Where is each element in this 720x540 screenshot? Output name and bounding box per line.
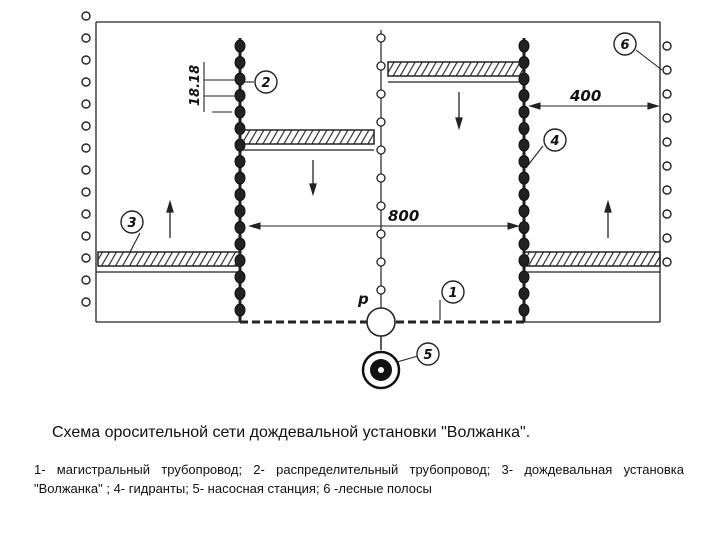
hydrant (234, 237, 246, 251)
hydrant (518, 122, 530, 135)
tree-symbol (81, 99, 91, 109)
callout-circle (613, 32, 637, 56)
hydrant (234, 287, 246, 300)
tree-symbol (81, 297, 91, 307)
hydrant (376, 117, 386, 127)
dimension-spacing: 18.18 (188, 65, 203, 106)
hydrant (376, 229, 386, 239)
dimension-400: 400 (569, 87, 601, 105)
hydrant (518, 237, 530, 251)
tree-symbol (662, 137, 672, 147)
dimension-lines (203, 62, 660, 230)
hydrant (518, 303, 530, 317)
irrigation-network-diagram: 800 400 18.18 p 1 2 3 4 5 6 (81, 11, 672, 390)
hydrant (234, 105, 246, 119)
callout-number: 5 (423, 348, 432, 363)
hydrant (376, 33, 386, 43)
callout-number: 6 (620, 38, 629, 53)
tree-symbol (662, 209, 672, 219)
tree-symbol (81, 55, 91, 65)
hydrant (518, 155, 530, 168)
tree-symbol (81, 33, 91, 43)
diagram-legend: 1- магистральный трубопровод; 2- распред… (34, 462, 684, 496)
callout-number: 1 (448, 286, 457, 301)
tree-symbol (662, 257, 672, 267)
callout-circle (441, 280, 465, 304)
tree-symbol (662, 113, 672, 123)
movement-arrows (166, 92, 612, 238)
hydrant (234, 72, 246, 86)
hydrant (518, 138, 530, 152)
pump-label: p (357, 290, 369, 308)
dimension-800: 800 (388, 207, 419, 225)
hydrant (376, 89, 386, 99)
tree-symbol (81, 187, 91, 197)
hydrant (376, 145, 386, 155)
hydrant (234, 39, 246, 53)
hydrant (376, 61, 386, 71)
hydrant (518, 171, 530, 185)
tree-symbol (81, 165, 91, 175)
tree-symbol (81, 253, 91, 263)
hydrant (234, 204, 246, 218)
tree-symbol (81, 143, 91, 153)
hydrant (518, 287, 530, 300)
hydrant (518, 188, 530, 201)
callout-circle (254, 70, 278, 94)
hydrant (234, 56, 246, 69)
tree-symbol (662, 185, 672, 195)
tree-symbol (662, 65, 672, 75)
tree-symbol (81, 121, 91, 131)
hydrant (234, 221, 246, 234)
hydrant (518, 221, 530, 234)
hydrant (234, 171, 246, 185)
hydrant (518, 105, 530, 119)
hydrant (234, 89, 246, 102)
callout-circle (543, 128, 567, 152)
tree-symbol (81, 77, 91, 87)
hydrant (234, 188, 246, 201)
hydrant (376, 285, 386, 295)
hydrant (518, 89, 530, 102)
hydrant (518, 204, 530, 218)
callout-number: 4 (549, 134, 559, 149)
hydrant (376, 201, 386, 211)
hydrant (376, 173, 386, 183)
tree-symbol (81, 11, 91, 21)
pipeline-junction (366, 307, 396, 337)
callout-circle (120, 210, 144, 234)
tree-symbol (81, 275, 91, 285)
tree-symbol (662, 233, 672, 243)
hydrant (518, 270, 530, 284)
callout-circle (416, 342, 440, 366)
hydrant (234, 303, 246, 317)
hydrant (234, 270, 246, 284)
callout-number: 3 (127, 216, 136, 231)
tree-symbol (81, 231, 91, 241)
callout-number: 2 (261, 76, 270, 91)
tree-symbol (662, 89, 672, 99)
hydrant (376, 257, 386, 267)
sprinkler-units (96, 61, 661, 273)
callout-leaders (129, 49, 663, 363)
tree-symbol (662, 41, 672, 51)
diagram-caption: Схема оросительной сети дождевальной уст… (52, 424, 531, 441)
tree-symbol (81, 209, 91, 219)
hydrant (518, 39, 530, 53)
callouts: 1 2 3 4 5 6 (120, 32, 637, 366)
hydrant (234, 155, 246, 168)
forest-belts (81, 11, 672, 307)
tree-symbol (662, 161, 672, 171)
